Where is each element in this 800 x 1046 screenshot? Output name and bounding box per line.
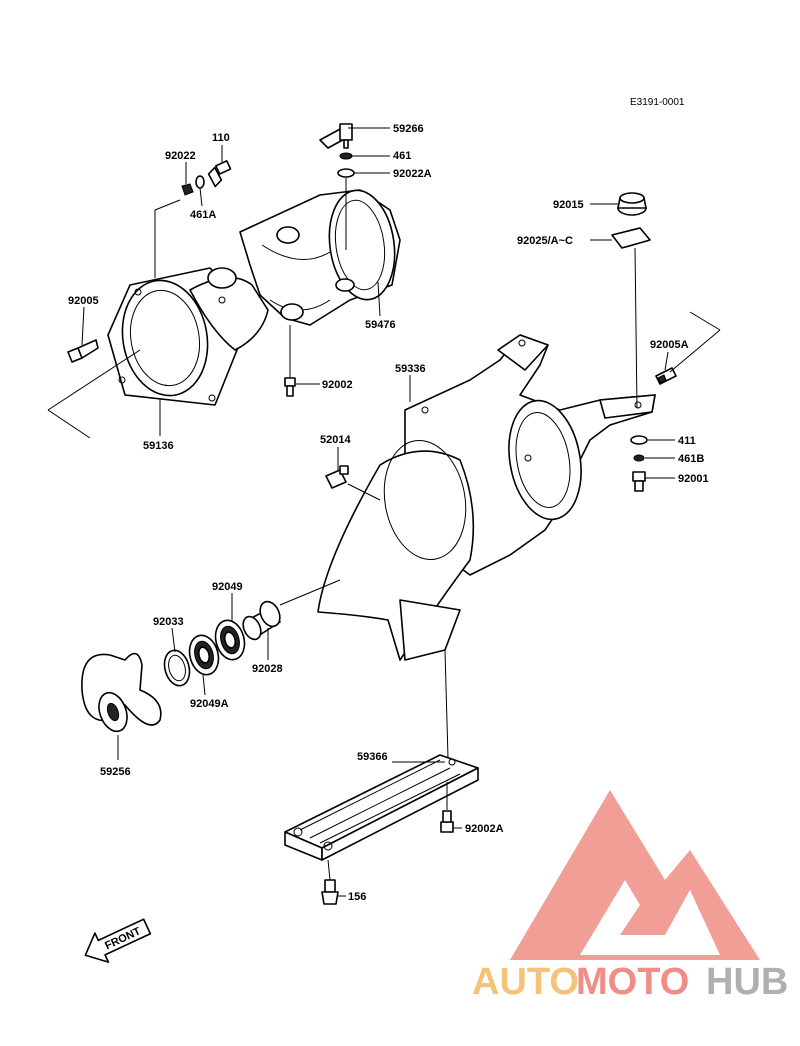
washer-461 <box>339 152 353 160</box>
label-92005: 92005 <box>68 295 99 307</box>
bolt-156 <box>321 879 339 905</box>
fitting-52014 <box>325 465 349 489</box>
label-110: 110 <box>212 132 230 144</box>
label-52014: 52014 <box>320 434 351 446</box>
label-92049: 92049 <box>212 581 243 593</box>
label-92028: 92028 <box>252 663 283 675</box>
washer-461A <box>195 175 205 189</box>
pump-case-59336 <box>317 334 656 661</box>
nut-92022 <box>181 183 194 196</box>
label-59336: 59336 <box>395 363 426 375</box>
label-461B: 461B <box>678 453 704 465</box>
bolt-92002A <box>440 810 454 833</box>
brand-auto: AUTO <box>472 961 579 1003</box>
fitting-59266 <box>319 123 353 149</box>
bolt-110 <box>207 160 232 188</box>
label-92001: 92001 <box>678 473 709 485</box>
label-92005A: 92005A <box>650 339 689 351</box>
watermark-logo: AUTO MOTO HUB <box>472 790 788 1003</box>
bolt-92005 <box>67 339 99 363</box>
ring-92033 <box>163 649 191 687</box>
brand-hub: HUB <box>706 961 788 1003</box>
brand-moto: MOTO <box>576 961 689 1003</box>
front-arrow: FRONT <box>84 918 152 963</box>
label-92049A: 92049A <box>190 698 229 710</box>
label-461A: 461A <box>190 209 216 221</box>
bearing-92049A <box>188 634 220 676</box>
label-59476: 59476 <box>365 319 396 331</box>
rubber-mount-92015 <box>617 192 647 216</box>
bolt-92001 <box>632 471 646 492</box>
label-92025: 92025/A~C <box>517 235 573 247</box>
label-92022: 92022 <box>165 150 196 162</box>
bracket-92025 <box>611 227 651 249</box>
label-461: 461 <box>393 150 411 162</box>
washer-411 <box>630 435 648 445</box>
pump-cover-59136 <box>107 267 269 406</box>
label-92002A: 92002A <box>465 823 504 835</box>
label-92015: 92015 <box>553 199 584 211</box>
leader-lines <box>47 127 721 897</box>
bolt-92005A <box>655 367 677 385</box>
bolt-92002 <box>284 377 296 397</box>
label-411: 411 <box>678 435 696 447</box>
label-92002: 92002 <box>322 379 353 391</box>
collar-92028 <box>242 600 281 641</box>
logo-mark <box>510 790 760 960</box>
label-92022A: 92022A <box>393 168 432 180</box>
reference-code: E3191-0001 <box>630 97 685 108</box>
label-156: 156 <box>348 891 366 903</box>
label-59256: 59256 <box>100 766 131 778</box>
bearing-92049 <box>214 619 246 661</box>
plate-59366 <box>284 754 479 861</box>
label-92033: 92033 <box>153 616 184 628</box>
label-59136: 59136 <box>143 440 174 452</box>
label-59266: 59266 <box>393 123 424 135</box>
washer-92022A <box>337 168 355 178</box>
washer-461B <box>633 454 645 462</box>
impeller-59256 <box>81 652 162 733</box>
label-59366: 59366 <box>357 751 388 763</box>
part-labels: 110 92022 461A 92005 59136 59266 461 920… <box>68 123 709 903</box>
